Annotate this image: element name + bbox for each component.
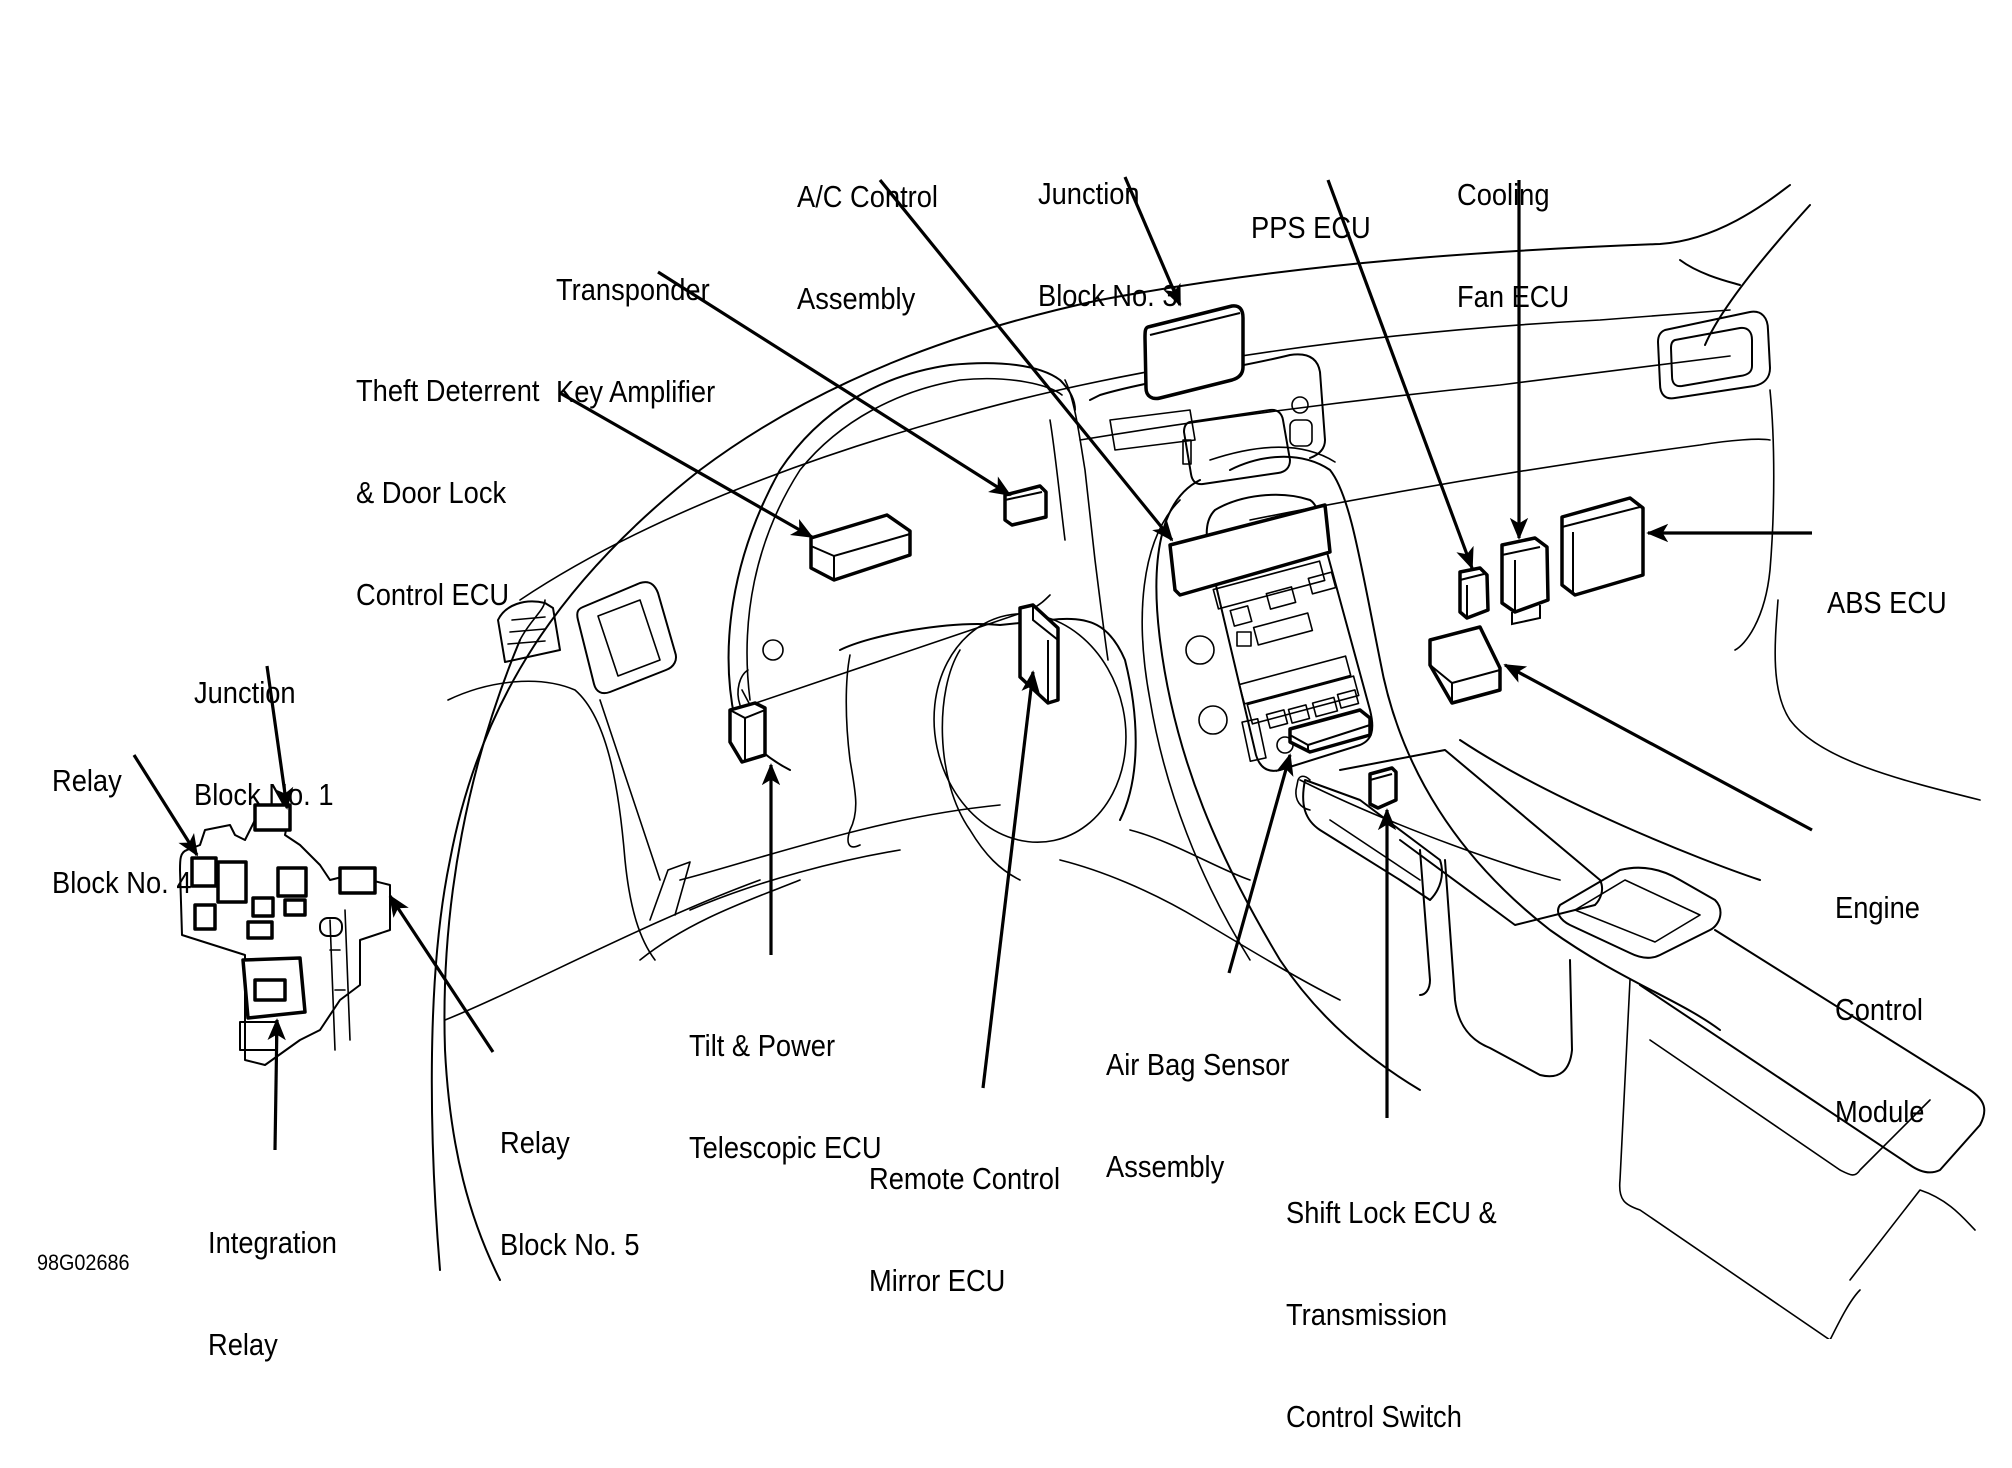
label-line: Junction [1038,176,1140,211]
label-ac-control-assembly: A/C Control Assembly [797,112,938,350]
label-line: Block No. 1 [194,777,334,812]
label-line: Shift Lock ECU & [1286,1195,1497,1230]
label-line: Air Bag Sensor [1106,1047,1290,1082]
leader-transponder [657,270,1012,497]
leader-lines [132,176,1813,1151]
label-line: PPS ECU [1251,210,1371,245]
label-line: Block No. 5 [500,1227,640,1262]
label-relay-block-4: Relay Block No. 4 [52,696,191,934]
label-line: Cooling [1457,177,1550,212]
label-line: Relay [208,1327,278,1362]
component-cooling-fan-ecu [1500,536,1550,626]
leader-air-bag [1227,753,1294,974]
component-abs-ecu [1560,496,1645,597]
label-line: Assembly [1106,1149,1225,1184]
leader-remote-mirror [981,670,1040,1089]
leader-relay-block-4 [132,754,199,857]
figure-code: 98G02686 [37,1250,130,1275]
label-line: Control [1835,992,1923,1027]
component-tilt-power-telescopic-ecu [728,701,767,764]
label-shift-lock-ecu: Shift Lock ECU & Transmission Control Sw… [1286,1128,1497,1468]
leader-integration-relay [267,1018,286,1151]
leader-junction-block-3 [1123,176,1182,307]
leader-junction-block-1 [265,665,294,810]
label-line: Tilt & Power [689,1028,836,1063]
label-line: Integration [208,1225,337,1260]
component-air-bag-sensor-assembly [1288,708,1372,754]
label-line: ABS ECU [1827,585,1947,620]
label-line: Fan ECU [1457,279,1570,314]
label-line: Assembly [797,281,916,316]
component-transponder-key-amplifier [1003,484,1048,527]
label-line: Control ECU [356,577,510,612]
label-line: Junction [194,675,296,710]
label-line: A/C Control [797,179,939,214]
label-line: Block No. 4 [52,865,192,900]
component-junction-block-1-assembly [179,803,391,1066]
label-line: Engine [1835,890,1920,925]
label-cooling-fan-ecu: Cooling Fan ECU [1457,110,1569,348]
label-junction-block-3: Junction Block No. 3 [1038,109,1177,347]
component-junction-block-3 [1143,304,1245,401]
leader-engine-control [1503,663,1813,832]
dashboard-outline [430,184,1986,1339]
label-remote-control-mirror-ecu: Remote Control Mirror ECU [869,1094,1060,1332]
label-line: Module [1835,1094,1925,1129]
label-line: Transponder [556,272,710,307]
label-line: Block No. 3 [1038,278,1178,313]
label-junction-block-1: Junction Block No. 1 [194,608,333,846]
label-line: Control Switch [1286,1399,1462,1434]
label-line: Relay [52,763,122,798]
label-pps-ecu: PPS ECU [1251,143,1371,279]
label-line: Relay [500,1125,570,1160]
label-line: Remote Control [869,1161,1061,1196]
label-integration-relay: Integration Relay [208,1158,337,1396]
component-shift-lock-ecu [1368,766,1398,810]
label-line: Telescopic ECU [689,1130,882,1165]
leader-ac-control [878,178,1174,542]
label-line: Mirror ECU [869,1263,1006,1298]
label-line: & Door Lock [356,475,507,510]
leader-theft-deterrent [559,391,814,539]
dashboard-component-diagram [132,176,1986,1339]
label-line: Key Amplifier [556,374,716,409]
label-theft-deterrent-ecu: Theft Deterrent & Door Lock Control ECU [356,306,539,646]
component-theft-deterrent-ecu [809,513,912,582]
label-air-bag-sensor-assembly: Air Bag Sensor Assembly [1106,980,1289,1218]
label-line: Theft Deterrent [356,373,540,408]
leader-relay-block-5 [388,894,495,1053]
label-tilt-power-telescopic-ecu: Tilt & Power Telescopic ECU [689,961,882,1199]
label-engine-control-module: Engine Control Module [1835,823,1924,1163]
component-engine-control-module [1428,625,1502,705]
label-relay-block-5: Relay Block No. 5 [500,1058,639,1296]
label-abs-ecu: ABS ECU [1827,518,1947,654]
label-line: Transmission [1286,1297,1448,1332]
component-ac-control-assembly [1168,503,1332,597]
leader-pps-ecu [1326,179,1474,570]
component-pps-ecu [1458,566,1490,620]
label-transponder-key-amplifier: Transponder Key Amplifier [556,205,715,443]
